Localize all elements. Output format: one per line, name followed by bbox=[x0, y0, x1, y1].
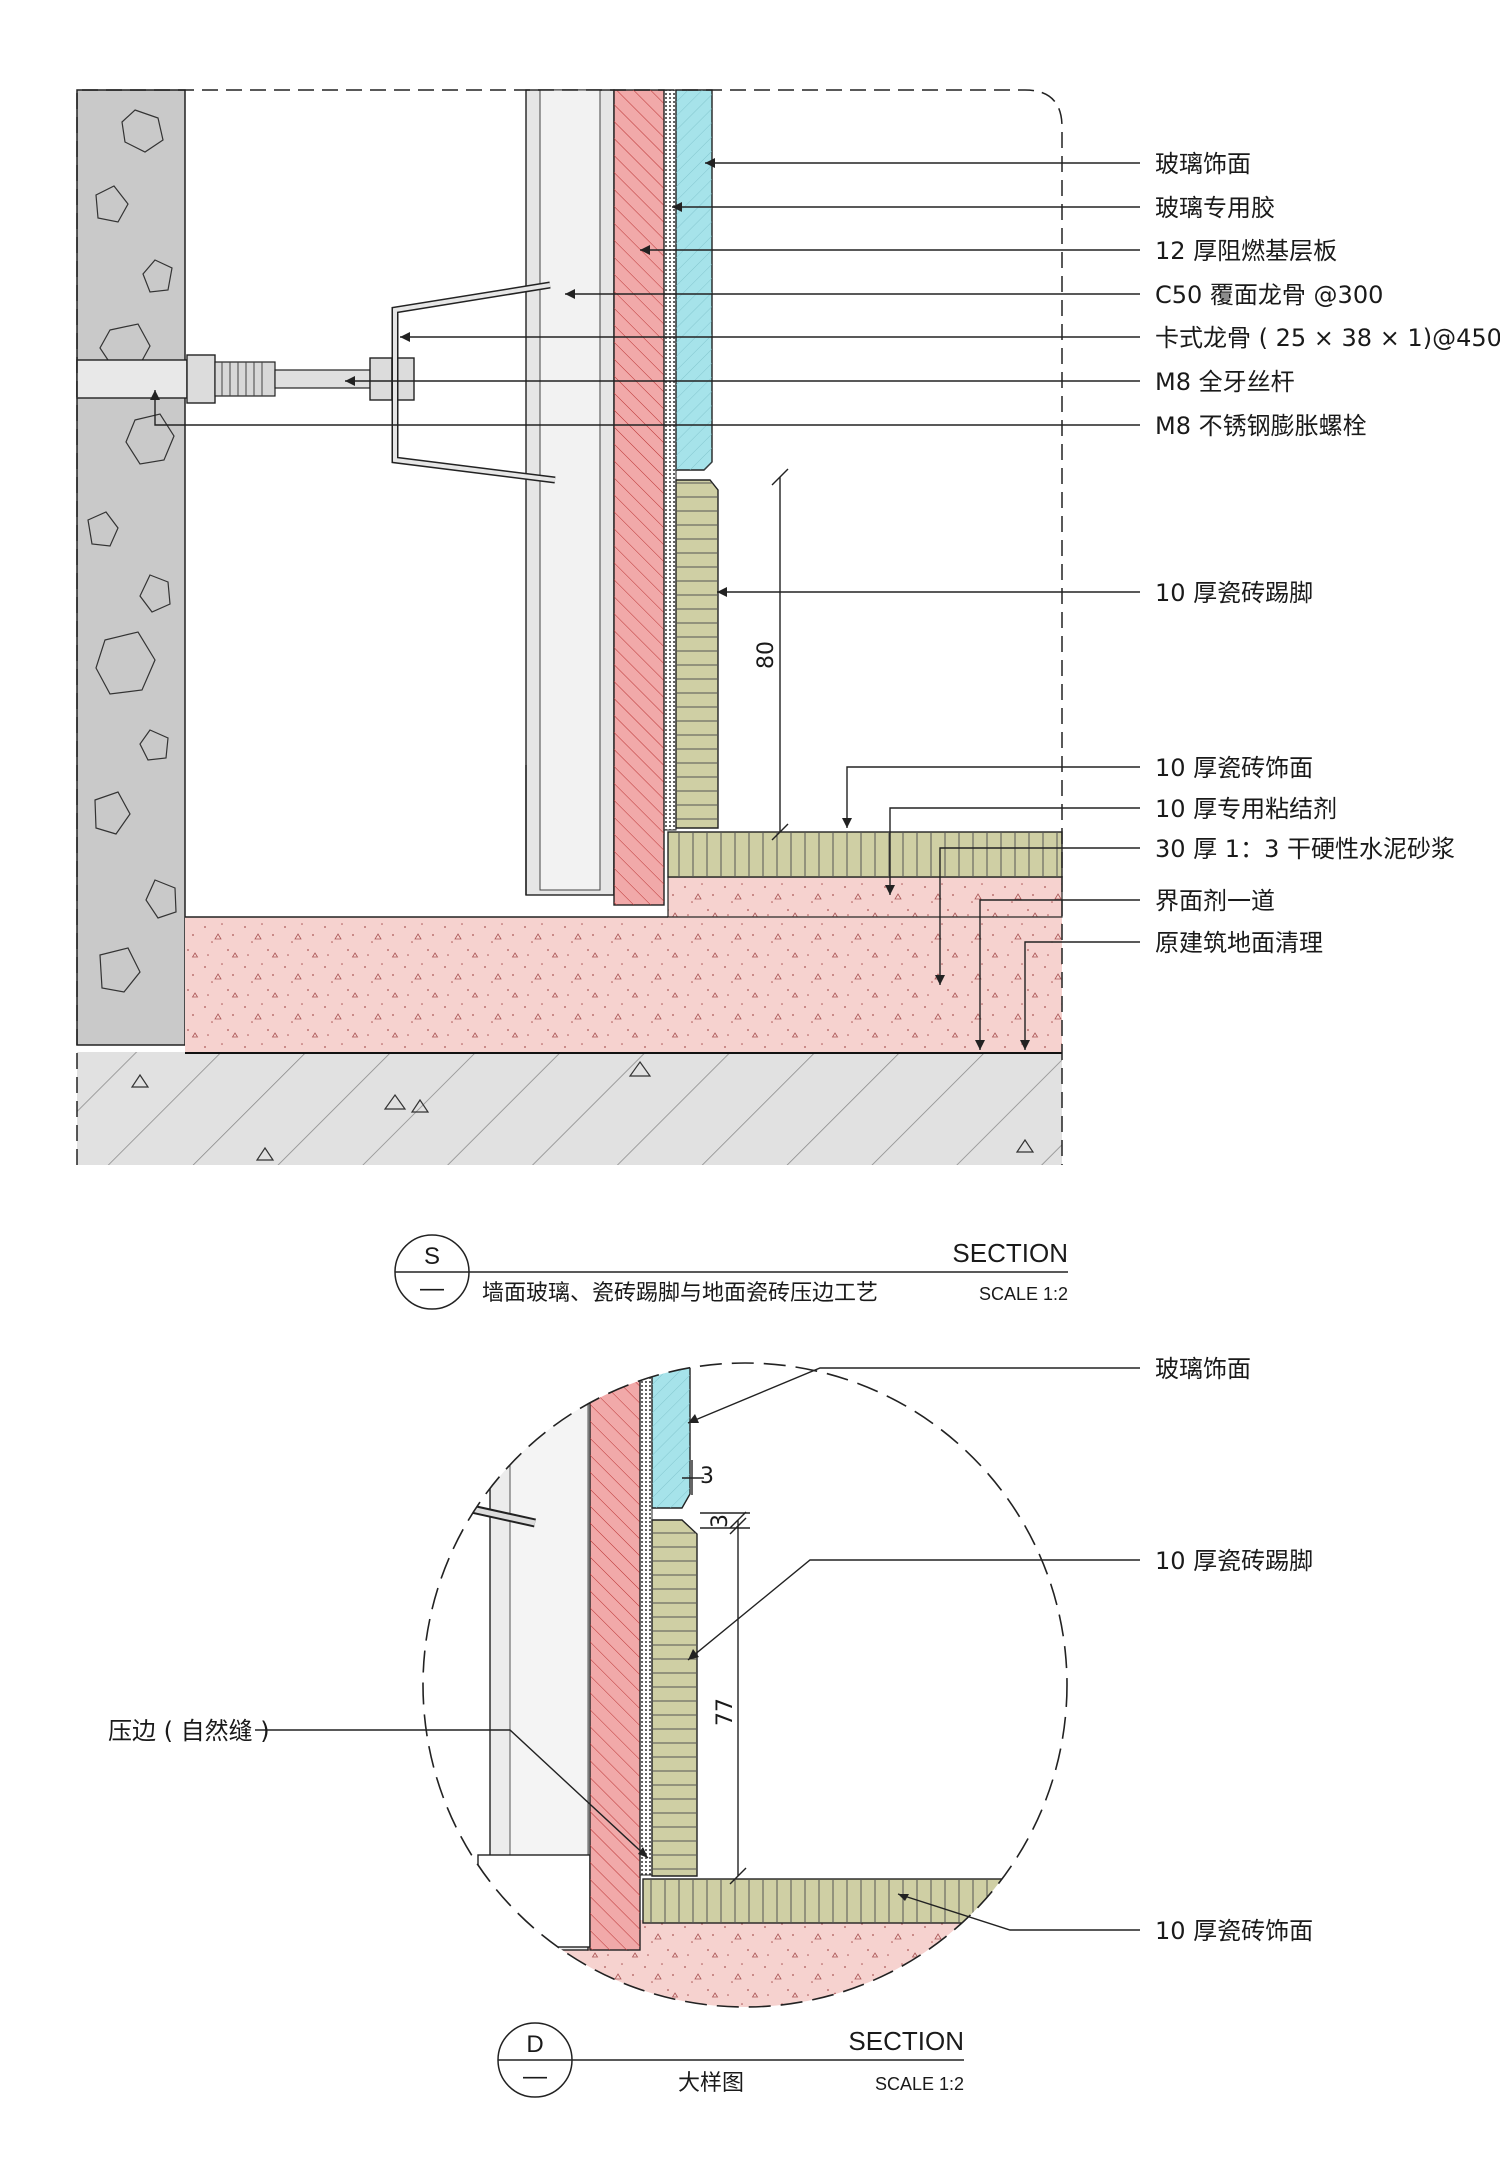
label-glass-finish: 玻璃饰面 bbox=[1155, 150, 1251, 178]
label-clip-keel: 卡式龙骨 ( 25 × 38 × 1)@450 bbox=[1155, 324, 1500, 352]
section-1-title-block: S — SECTION 墙面玻璃、瓷砖踢脚与地面瓷砖压边工艺 SCALE 1:2 bbox=[394, 1234, 1068, 1310]
marker-s: S bbox=[424, 1243, 440, 1270]
anchor-bolt bbox=[76, 354, 415, 404]
section-2-title-block: D — SECTION 大样图 SCALE 1:2 bbox=[497, 2022, 964, 2098]
concrete-aggregate bbox=[87, 109, 177, 993]
detail-label-floor-tile: 10 厚瓷砖饰面 bbox=[1155, 1917, 1313, 1945]
dim-80: 80 bbox=[754, 641, 779, 669]
concrete-wall bbox=[76, 89, 186, 1046]
section-1-scale: SCALE 1:2 bbox=[979, 1284, 1068, 1304]
label-floor-cleaning: 原建筑地面清理 bbox=[1155, 929, 1323, 957]
section-2-scale: SCALE 1:2 bbox=[875, 2074, 964, 2094]
section-1-heading: SECTION bbox=[952, 1238, 1068, 1268]
dim-3-vertical: 3 bbox=[708, 1514, 733, 1528]
section-2-dimensions: 77 3 3 bbox=[682, 1460, 750, 1885]
label-threaded-rod: M8 全牙丝杆 bbox=[1155, 368, 1295, 396]
section-1-subtitle: 墙面玻璃、瓷砖踢脚与地面瓷砖压边工艺 bbox=[482, 1281, 878, 1306]
marker-d: D bbox=[526, 2031, 543, 2058]
label-tile-adhesive: 10 厚专用粘结剂 bbox=[1155, 795, 1337, 823]
detail-label-skirting: 10 厚瓷砖踢脚 bbox=[1155, 1547, 1313, 1575]
label-base-board: 12 厚阻燃基层板 bbox=[1155, 237, 1337, 265]
section-2-subtitle: 大样图 bbox=[678, 2071, 744, 2096]
section-1-labels: 玻璃饰面 玻璃专用胶 12 厚阻燃基层板 C50 覆面龙骨 @300 卡式龙骨 … bbox=[1155, 150, 1500, 957]
detail-label-edge-joint: 压边 ( 自然缝 ) bbox=[108, 1717, 270, 1745]
detail-circle bbox=[422, 1362, 1068, 2008]
section-1-drawing: 80 bbox=[76, 89, 1140, 1165]
label-expansion-bolt: M8 不锈钢膨胀螺栓 bbox=[1155, 412, 1367, 440]
section-2-leaders bbox=[255, 1367, 1140, 1931]
label-interface-agent: 界面剂一道 bbox=[1155, 887, 1275, 915]
detail-label-glass: 玻璃饰面 bbox=[1155, 1355, 1251, 1383]
label-mortar: 30 厚 1：3 干硬性水泥砂浆 bbox=[1155, 835, 1455, 863]
label-glass-glue: 玻璃专用胶 bbox=[1155, 194, 1275, 222]
marker-d-sub: — bbox=[523, 2063, 547, 2090]
leader-lines bbox=[154, 162, 1140, 1050]
dim-77: 77 bbox=[713, 1698, 738, 1726]
label-skirting-tile: 10 厚瓷砖踢脚 bbox=[1155, 579, 1313, 607]
label-c50-stud: C50 覆面龙骨 @300 bbox=[1155, 281, 1383, 309]
section-2-heading: SECTION bbox=[848, 2026, 964, 2056]
marker-s-sub: — bbox=[420, 1275, 444, 1302]
section-2-labels: 玻璃饰面 10 厚瓷砖踢脚 压边 ( 自然缝 ) 10 厚瓷砖饰面 bbox=[108, 1355, 1313, 1945]
glass-adhesive bbox=[663, 89, 677, 831]
section-2-drawing bbox=[423, 1363, 1067, 2007]
label-floor-tile: 10 厚瓷砖饰面 bbox=[1155, 754, 1313, 782]
dim-3-gap: 3 bbox=[700, 1464, 714, 1489]
